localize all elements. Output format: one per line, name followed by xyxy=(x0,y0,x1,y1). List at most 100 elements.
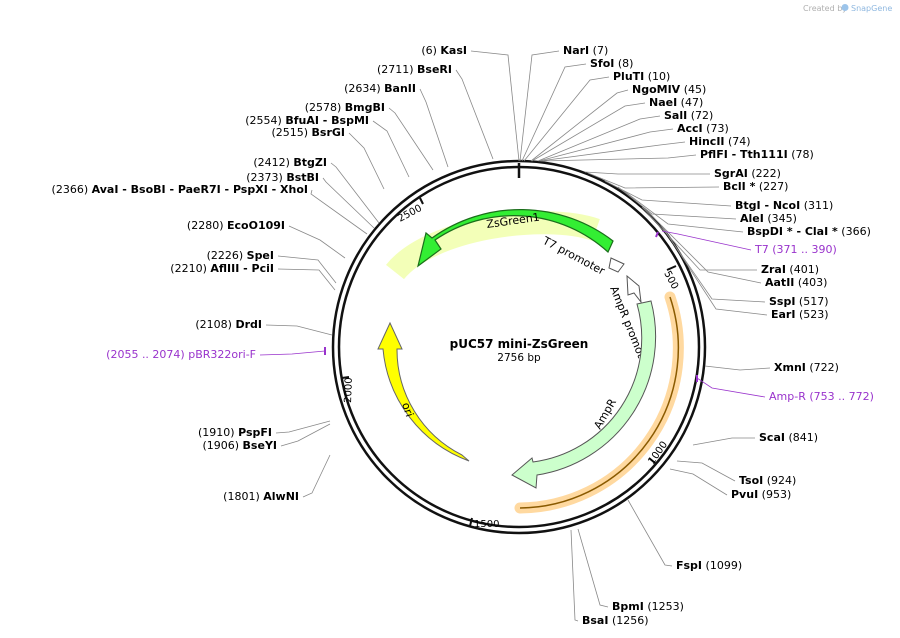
restriction-site-10[interactable]: SgrAI (222) xyxy=(714,167,781,180)
t7-primer-mark xyxy=(655,231,659,238)
restriction-site-23[interactable]: FspI (1099) xyxy=(676,559,742,572)
leader-line-40 xyxy=(455,69,494,160)
leader-line-6 xyxy=(537,115,661,162)
primer-leader-2 xyxy=(259,350,326,356)
restriction-site-25[interactable]: BsaI (1256) xyxy=(582,614,649,627)
restriction-site-3[interactable]: PluTI (10) xyxy=(613,70,670,83)
site-labels: (6) KasI NarI (7)SfoI (8)PluTI (10)NgoMIV… xyxy=(52,44,874,627)
leader-line-35 xyxy=(330,162,380,224)
restriction-site-12[interactable]: BtgI - NcoI (311) xyxy=(735,199,833,212)
restriction-site-9[interactable]: PflFI - Tth111I (78) xyxy=(700,148,814,161)
restriction-site-1[interactable]: NarI (7) xyxy=(563,44,608,57)
leader-line-4 xyxy=(530,89,629,162)
leader-line-16 xyxy=(642,206,762,284)
restriction-site-6[interactable]: SalI (72) xyxy=(664,109,713,122)
restriction-site-8[interactable]: HincII (74) xyxy=(689,135,751,148)
primer-leader-1 xyxy=(696,377,766,398)
leader-line-1 xyxy=(519,50,560,162)
leader-line-23 xyxy=(627,499,673,567)
leader-line-25 xyxy=(570,529,579,622)
leader-line-29 xyxy=(265,324,333,336)
restriction-site-16[interactable]: AatII (403) xyxy=(765,276,827,289)
leader-line-8 xyxy=(539,141,686,162)
snapgene-brand: SnapGene xyxy=(851,4,892,13)
tick-1500 xyxy=(469,517,473,527)
ampr-promoter-arrow[interactable] xyxy=(626,274,642,304)
restriction-site-26[interactable]: (1801) AlwNI xyxy=(223,490,299,503)
leader-line-9 xyxy=(540,154,697,162)
leader-line-21 xyxy=(676,460,736,482)
restriction-site-30[interactable]: (2210) AflIII - PciI xyxy=(170,262,274,275)
leader-line-18 xyxy=(661,225,768,316)
plasmid-name: pUC57 mini-ZsGreen xyxy=(450,337,589,351)
restriction-site-39[interactable]: (2634) BanII xyxy=(344,82,416,95)
restriction-site-11[interactable]: BclI * (227) xyxy=(723,180,788,193)
restriction-site-5[interactable]: NaeI (47) xyxy=(649,96,703,109)
restriction-site-21[interactable]: TsoI (924) xyxy=(739,474,796,487)
restriction-site-35[interactable]: (2412) BtgZI xyxy=(253,156,327,169)
leader-line-3 xyxy=(523,76,610,162)
primer-site-2[interactable]: (2055 .. 2074) pBR322ori-F xyxy=(106,348,256,361)
restriction-site-28[interactable]: (1910) PspFI xyxy=(198,426,272,439)
leader-line-30 xyxy=(277,268,336,291)
ori-feature-arrow[interactable] xyxy=(377,321,470,462)
restriction-site-17[interactable]: SspI (517) xyxy=(769,295,829,308)
restriction-site-31[interactable]: (2226) SpeI xyxy=(207,249,274,262)
restriction-site-19[interactable]: XmnI (722) xyxy=(774,361,839,374)
leader-line-37 xyxy=(372,120,410,178)
restriction-site-24[interactable]: BpmI (1253) xyxy=(612,600,684,613)
primer-site-0[interactable]: T7 (371 .. 390) xyxy=(754,243,837,256)
primer-leader-0 xyxy=(661,230,752,251)
restriction-site-29[interactable]: (2108) DrdI xyxy=(195,318,262,331)
leader-line-7 xyxy=(538,128,674,162)
restriction-site-32[interactable]: (2280) EcoO109I xyxy=(187,219,285,232)
leader-line-0 xyxy=(470,50,520,162)
zsgreen1-feature-arrow[interactable] xyxy=(417,209,614,268)
leader-line-14 xyxy=(623,190,744,233)
tick-label-2000: 2000 xyxy=(343,377,355,403)
restriction-site-15[interactable]: ZraI (401) xyxy=(761,263,819,276)
restriction-site-37[interactable]: (2554) BfuAI - BspMI xyxy=(245,114,369,127)
leader-line-27 xyxy=(280,423,331,447)
leader-line-33 xyxy=(310,189,368,235)
leader-lines xyxy=(259,50,771,622)
restriction-site-40[interactable]: (2711) BseRI xyxy=(377,63,452,76)
snapgene-logo-icon xyxy=(841,4,849,11)
leader-line-11 xyxy=(587,172,720,189)
restriction-site-4[interactable]: NgoMIV (45) xyxy=(632,83,706,96)
leader-line-20 xyxy=(692,437,755,446)
restriction-site-7[interactable]: AccI (73) xyxy=(677,122,729,135)
tick-label-500: 500 xyxy=(661,269,680,291)
restriction-site-22[interactable]: PvuI (953) xyxy=(731,488,791,501)
restriction-site-18[interactable]: EarI (523) xyxy=(771,308,829,321)
leader-line-36 xyxy=(348,132,385,190)
restriction-site-20[interactable]: ScaI (841) xyxy=(759,431,818,444)
leader-line-38 xyxy=(388,107,434,171)
restriction-site-33[interactable]: (2366) AvaI - BsoBI - PaeR7I - PspXI - X… xyxy=(52,183,308,196)
ori-label: ori xyxy=(399,401,416,419)
leader-line-32 xyxy=(288,225,346,259)
restriction-site-38[interactable]: (2578) BmgBI xyxy=(305,101,385,114)
leader-line-19 xyxy=(704,365,771,371)
t7-promoter-arrow[interactable] xyxy=(608,257,625,273)
restriction-site-0[interactable]: (6) KasI xyxy=(421,44,467,57)
leader-line-28 xyxy=(275,420,331,434)
restriction-site-36[interactable]: (2515) BsrGI xyxy=(271,126,345,139)
primer-site-1[interactable]: Amp-R (753 .. 772) xyxy=(769,390,874,403)
leader-line-12 xyxy=(604,180,732,207)
leader-line-34 xyxy=(322,177,375,229)
restriction-site-14[interactable]: BspDI * - ClaI * (366) xyxy=(747,225,871,238)
restriction-site-13[interactable]: AleI (345) xyxy=(740,212,797,225)
leader-line-31 xyxy=(277,255,337,284)
restriction-site-2[interactable]: SfoI (8) xyxy=(590,57,633,70)
created-by-label: Created by xyxy=(803,4,847,13)
tick-label-2500: 2500 xyxy=(396,203,424,225)
leader-line-15 xyxy=(641,206,757,271)
ampr-feature-arrow[interactable] xyxy=(511,300,657,489)
plasmid-length: 2756 bp xyxy=(497,352,541,364)
tick-2500 xyxy=(419,197,424,205)
restriction-site-34[interactable]: (2373) BstBI xyxy=(246,171,319,184)
leader-line-2 xyxy=(521,63,587,162)
restriction-site-27[interactable]: (1906) BseYI xyxy=(202,439,277,452)
